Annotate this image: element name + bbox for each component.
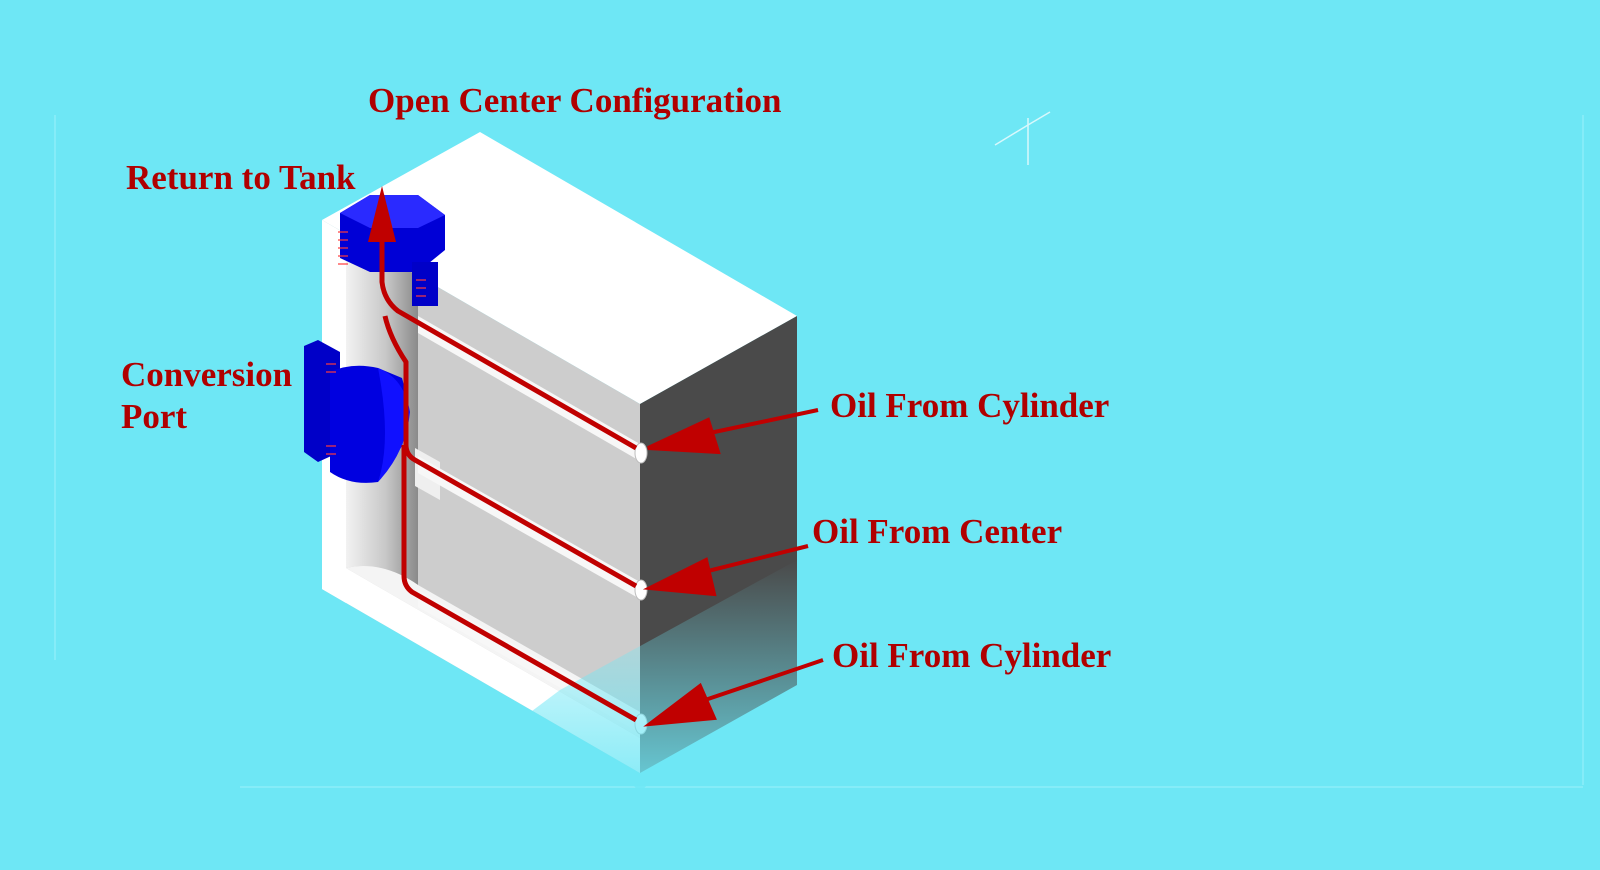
axis-triad-icon bbox=[994, 111, 1051, 165]
block-bottom-fade bbox=[520, 560, 797, 790]
frame-lines bbox=[54, 115, 1584, 788]
oil-from-cylinder-bottom-label: Oil From Cylinder bbox=[832, 636, 1112, 675]
callout-arrows bbox=[642, 408, 824, 727]
conversion-port-label: Conversion Port bbox=[121, 354, 292, 438]
diagram-title: Open Center Configuration bbox=[368, 81, 782, 120]
conversion-port-label-line2: Port bbox=[121, 397, 188, 436]
oil-flow-paths bbox=[379, 212, 638, 723]
conversion-fitting bbox=[304, 340, 410, 483]
conversion-port-label-line1: Conversion bbox=[121, 355, 293, 394]
oil-from-center-label: Oil From Center bbox=[812, 512, 1063, 551]
return-arrowhead bbox=[368, 186, 396, 242]
return-to-tank-label: Return to Tank bbox=[126, 158, 356, 197]
block-top-face bbox=[322, 132, 797, 404]
oil-from-cylinder-top-label: Oil From Cylinder bbox=[830, 386, 1110, 425]
